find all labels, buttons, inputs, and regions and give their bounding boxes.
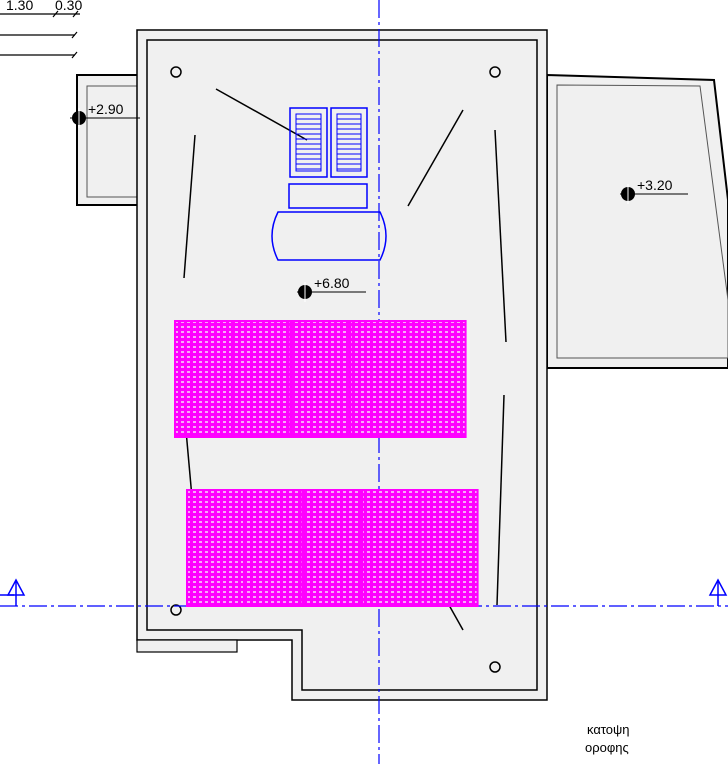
drain-icon [489,661,501,673]
dimension-label: 0.30 [55,0,82,13]
solar-panel [302,489,362,607]
water-tank [271,211,387,261]
solar-panels [174,320,479,607]
section-marker-right [708,578,728,606]
hvac-unit [289,107,328,178]
level-marker: +3.20 [620,177,688,204]
solar-panel [174,320,233,438]
svg-text:+2.90: +2.90 [88,101,124,117]
solar-panel [186,489,245,607]
svg-text:+6.80: +6.80 [314,275,350,291]
level-marker: +2.90 [70,101,140,128]
dimension-lines [0,10,80,59]
drain-icon [489,66,501,78]
drain-icon [170,604,182,616]
solar-panel [244,489,304,607]
svg-text:+3.20: +3.20 [637,177,673,193]
drawing-title: κατοψη [587,722,630,737]
hvac-equipment [271,107,387,261]
solar-panel [407,320,467,438]
equipment-base [288,183,368,209]
hvac-unit [330,107,368,178]
drain-icon [170,66,182,78]
solar-panel [290,320,350,438]
level-marker: +6.80 [297,275,366,302]
right-wing-slab [546,73,728,369]
left-wing-slab [76,74,140,206]
dimension-label: 1.30 [6,0,33,13]
roof-drains [170,66,501,673]
solar-panel [419,489,479,607]
drawing-title: οροφης [585,740,629,755]
solar-panel [361,489,421,607]
section-marker-left [0,578,26,606]
solar-panel [232,320,292,438]
solar-panel [349,320,409,438]
